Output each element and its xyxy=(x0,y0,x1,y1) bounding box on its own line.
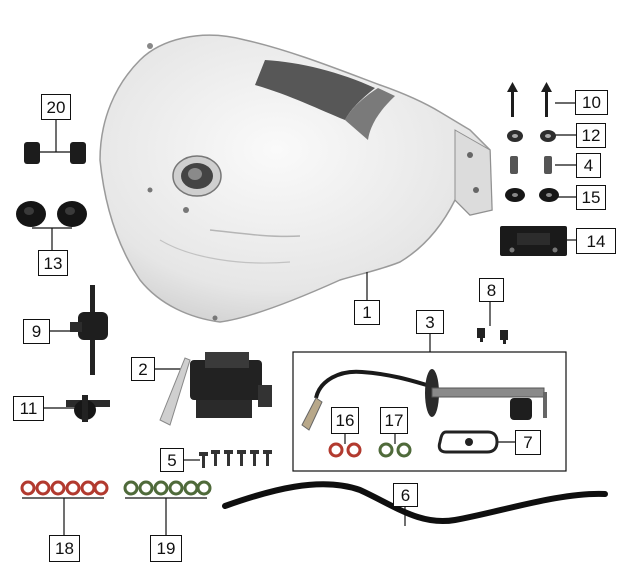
sender-assembly-frame xyxy=(292,351,567,472)
callout-15: 15 xyxy=(576,185,606,210)
mounting-pad xyxy=(500,226,567,256)
leader-lines xyxy=(22,102,576,535)
callout-2: 2 xyxy=(131,357,155,381)
o-ring-pair-green xyxy=(378,442,412,458)
o-ring-pair-red xyxy=(328,442,362,458)
spacer-pair xyxy=(510,156,552,174)
washer-pair xyxy=(507,130,556,142)
callout-7: 7 xyxy=(515,430,541,455)
fuel-hose xyxy=(222,481,608,525)
rubber-ring-pair xyxy=(505,188,559,202)
callout-13: 13 xyxy=(38,250,68,276)
callout-16: 16 xyxy=(331,407,359,434)
callout-8: 8 xyxy=(479,278,504,302)
callout-6: 6 xyxy=(393,483,418,507)
o-ring-set-red xyxy=(20,480,109,496)
fuel-filter xyxy=(70,285,108,375)
callout-4: 4 xyxy=(576,153,601,178)
grommet-pair xyxy=(16,201,87,227)
o-ring-set-green xyxy=(123,480,212,496)
callout-11: 11 xyxy=(13,396,44,421)
callout-18: 18 xyxy=(49,535,80,562)
callout-12: 12 xyxy=(576,123,606,148)
screws-set xyxy=(199,450,272,468)
callout-5: 5 xyxy=(160,448,184,472)
callout-17: 17 xyxy=(380,407,408,434)
rubber-damper-pair xyxy=(24,142,86,164)
long-bolt-pair xyxy=(507,82,552,117)
fuel-tank xyxy=(99,34,493,323)
fuel-level-sensor xyxy=(301,369,547,431)
fuel-pump-bracket xyxy=(159,352,272,426)
bolt-pair xyxy=(477,328,508,344)
callout-9: 9 xyxy=(23,319,50,344)
callout-20: 20 xyxy=(41,94,71,120)
sensor-gasket xyxy=(437,430,499,454)
callout-1: 1 xyxy=(354,300,380,325)
callout-14: 14 xyxy=(576,228,616,254)
fuel-tap xyxy=(66,395,110,422)
callout-10: 10 xyxy=(575,90,608,115)
callout-19: 19 xyxy=(150,535,182,562)
callout-3: 3 xyxy=(416,310,444,334)
